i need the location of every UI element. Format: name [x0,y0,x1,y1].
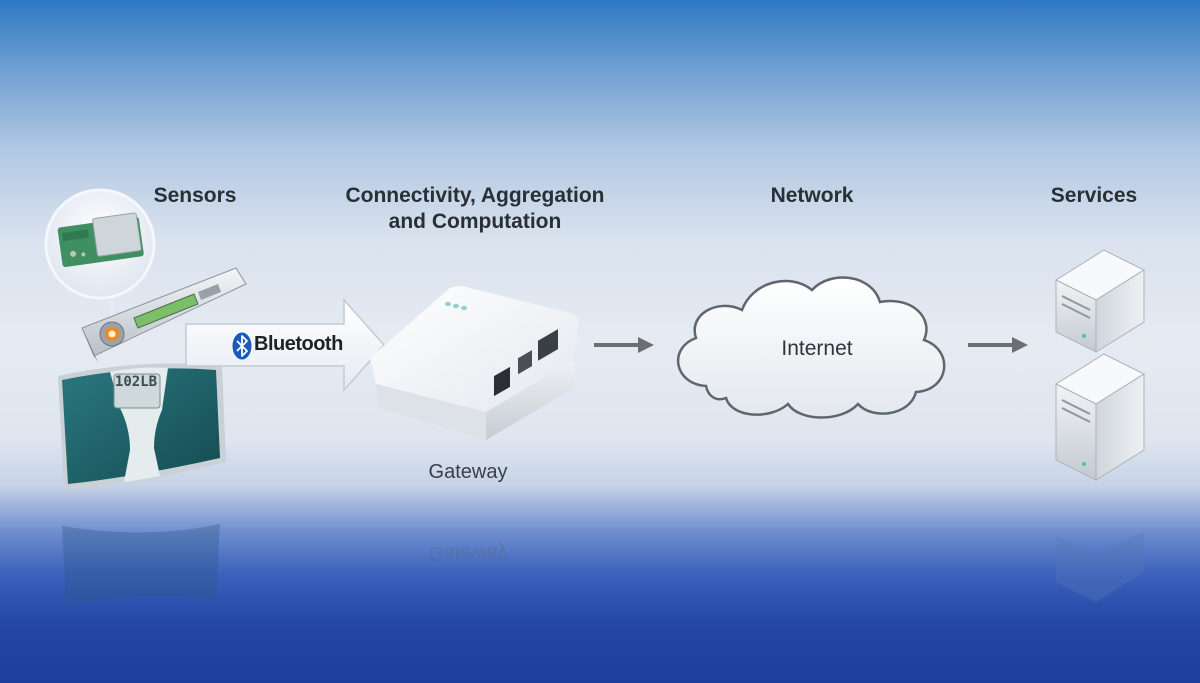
connectivity-heading-line2: and Computation [388,210,562,233]
scale-reflection [62,524,220,606]
sensors-heading: Sensors [153,184,237,207]
bluetooth-icon [232,332,252,360]
network-heading: Network [770,184,854,207]
gateway-label: Gateway [428,461,508,483]
gateway-device-icon [370,286,579,440]
arrow-to-internet [594,337,654,353]
sensor-stick-icon [81,267,247,362]
server-icon [1054,249,1146,353]
arrow-to-services [968,337,1028,353]
weight-scale-icon [58,363,226,490]
server-reflection [1056,532,1144,602]
scale-display-reading: 102LB [114,374,158,390]
bluetooth-arrow [185,298,386,392]
connectivity-heading-line1: Connectivity, Aggregation [345,184,605,207]
sensor-module-icon [44,188,156,300]
internet-cloud-icon [676,276,946,419]
services-heading: Services [1050,184,1138,207]
bluetooth-label: Bluetooth [254,333,343,355]
internet-label: Internet [781,337,853,360]
server-icon [1054,353,1146,481]
gateway-label-reflection: Gateway [428,542,508,564]
